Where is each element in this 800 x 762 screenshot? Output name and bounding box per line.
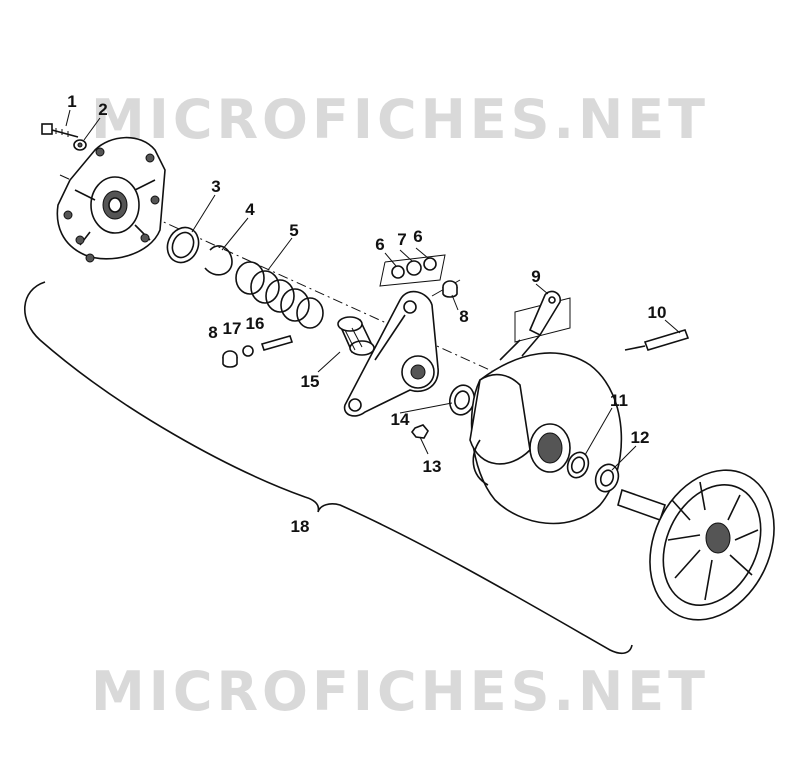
- callout-6-right: 6: [413, 227, 422, 246]
- callout-5: 5: [289, 221, 298, 240]
- callout-1: 1: [67, 92, 76, 111]
- callout-7: 7: [397, 230, 406, 249]
- leader-lines: [65, 109, 681, 471]
- part-15-bushing: [337, 316, 375, 356]
- assembly-brace: [24, 281, 633, 655]
- callout-4: 4: [245, 200, 255, 219]
- part-10-bolt: [624, 329, 690, 351]
- part-4-snap-ring: [204, 245, 233, 276]
- callout-13: 13: [423, 457, 442, 476]
- part-11-bushing: [566, 451, 590, 479]
- part-8-cap-left: [222, 350, 238, 368]
- watermark-top: MICROFICHES.NET: [91, 88, 709, 151]
- callout-11: 11: [610, 391, 628, 410]
- part-1-bolt: [41, 123, 79, 138]
- part-5-spring: [235, 261, 324, 329]
- part-9-clip: [514, 290, 571, 343]
- roller-arm-bracket: [343, 290, 439, 417]
- part-12-seal: [594, 463, 620, 493]
- callout-14: 14: [391, 410, 410, 429]
- callout-9: 9: [531, 267, 540, 286]
- callout-18: 18: [291, 517, 310, 536]
- callout-8-right: 8: [459, 307, 468, 326]
- callout-8-left: 8: [208, 323, 217, 342]
- callout-16: 16: [246, 314, 265, 333]
- callout-3: 3: [211, 177, 220, 196]
- fixed-sheave: [617, 469, 775, 621]
- callout-15: 15: [301, 372, 320, 391]
- callout-6-left: 6: [375, 235, 384, 254]
- part-13-nut: [410, 424, 429, 439]
- callout-2: 2: [98, 100, 107, 119]
- callout-10: 10: [648, 303, 667, 322]
- part-14-spacer: [448, 384, 476, 416]
- part-3-ring: [166, 226, 200, 264]
- part-17-washer: [242, 345, 254, 357]
- part-2-washer: [73, 139, 87, 151]
- part-6-7-roller-set: [379, 254, 446, 287]
- cover-plate: [56, 136, 166, 263]
- moveable-sheave: [469, 334, 623, 525]
- callout-17: 17: [223, 319, 242, 338]
- watermark-bottom: MICROFICHES.NET: [91, 660, 709, 723]
- callout-12: 12: [631, 428, 650, 447]
- part-16-pin: [260, 335, 294, 351]
- part-8-cap-right: [431, 279, 461, 298]
